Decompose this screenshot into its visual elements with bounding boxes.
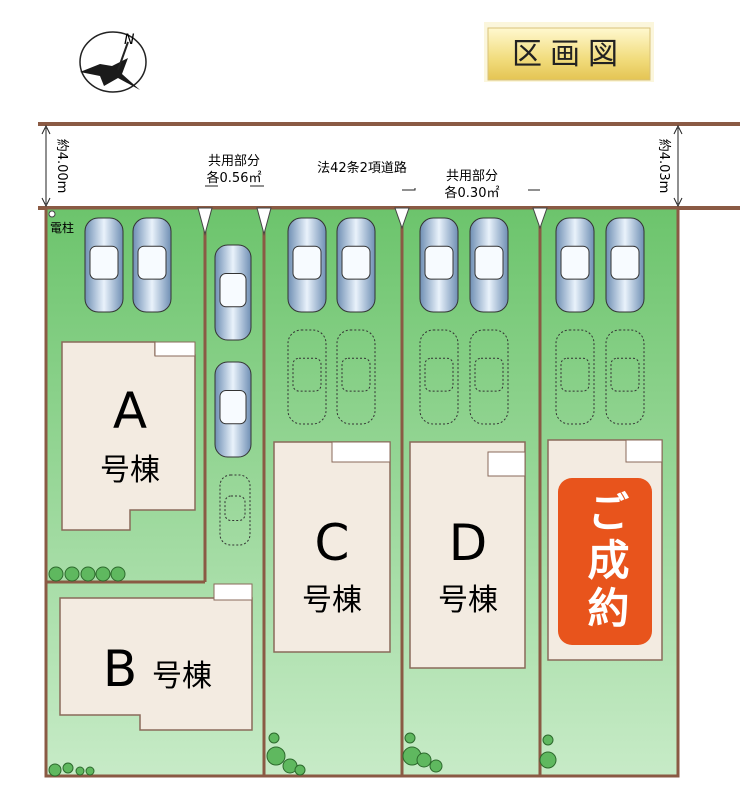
parking-space-icon (419, 329, 459, 425)
road-label: 法42条2項道路 (317, 160, 407, 176)
tree-icon (95, 566, 111, 582)
parking-space-icon (605, 329, 645, 425)
tree-icon (404, 732, 416, 744)
tree-icon (542, 734, 554, 746)
tree-icon (429, 759, 443, 773)
house-e (547, 439, 663, 661)
parking-space-icon (219, 474, 251, 546)
car-icon (132, 217, 172, 313)
lot-d-letter: D (449, 514, 488, 572)
lot-c-suffix: 号棟 (302, 583, 362, 618)
lot-a-suffix: 号棟 (100, 453, 160, 488)
car-icon (287, 217, 327, 313)
tree-icon (294, 764, 306, 776)
title-plate: 区画図 (484, 22, 654, 82)
tree-icon (62, 762, 74, 774)
utility-pole-label: 電柱 (50, 220, 74, 235)
tree-icon (64, 566, 80, 582)
north-label: N (124, 32, 135, 48)
sold-label: ご成約 (581, 489, 630, 634)
shared-area-right-label: 共用部分 (446, 169, 498, 184)
road: 約4.00m 約4.03m 法42条2項道路 共用部分 各0.56㎡ 共用部分 … (38, 122, 740, 210)
tree-icon (416, 752, 432, 768)
page-title: 区画図 (512, 37, 626, 72)
lot-b-letter: B (103, 640, 137, 698)
sold-badge (558, 478, 652, 645)
car-icon (605, 217, 645, 313)
tree-icon (48, 763, 62, 777)
house-a: A 号棟 (61, 341, 196, 531)
house-b: B 号棟 (59, 583, 253, 731)
tree-icon (75, 766, 85, 776)
tree-icon (268, 732, 280, 744)
tree-icon (539, 751, 557, 769)
house-c: C 号棟 (273, 441, 391, 653)
tree-icon (48, 566, 64, 582)
car-icon (336, 217, 376, 313)
car-icon (469, 217, 509, 313)
car-icon (555, 217, 595, 313)
tree-icon (266, 746, 286, 766)
lot-c-letter: C (315, 514, 350, 572)
lot-d-suffix: 号棟 (438, 583, 498, 618)
parking (84, 217, 645, 546)
road-width-left: 約4.00m (54, 139, 69, 194)
tree-icon (110, 566, 126, 582)
car-icon (84, 217, 124, 313)
car-icon (214, 244, 252, 341)
parking-space-icon (287, 329, 327, 425)
lot-a-letter: A (113, 382, 147, 440)
parking-space-icon (469, 329, 509, 425)
car-icon (214, 361, 252, 458)
tree-icon (80, 566, 96, 582)
parking-space-icon (555, 329, 595, 425)
lot-b-suffix: 号棟 (152, 659, 212, 694)
north-arrow-icon: N (79, 31, 147, 93)
car-icon (419, 217, 459, 313)
tree-icon (85, 766, 95, 776)
shared-area-left-size: 各0.56㎡ (207, 170, 262, 186)
road-width-right: 約4.03m (656, 139, 671, 194)
trees (48, 566, 557, 777)
parking-space-icon (336, 329, 376, 425)
shared-area-right-size: 各0.30㎡ (445, 185, 500, 201)
shared-area-left-label: 共用部分 (208, 154, 260, 169)
house-d: D 号棟 (409, 441, 526, 669)
